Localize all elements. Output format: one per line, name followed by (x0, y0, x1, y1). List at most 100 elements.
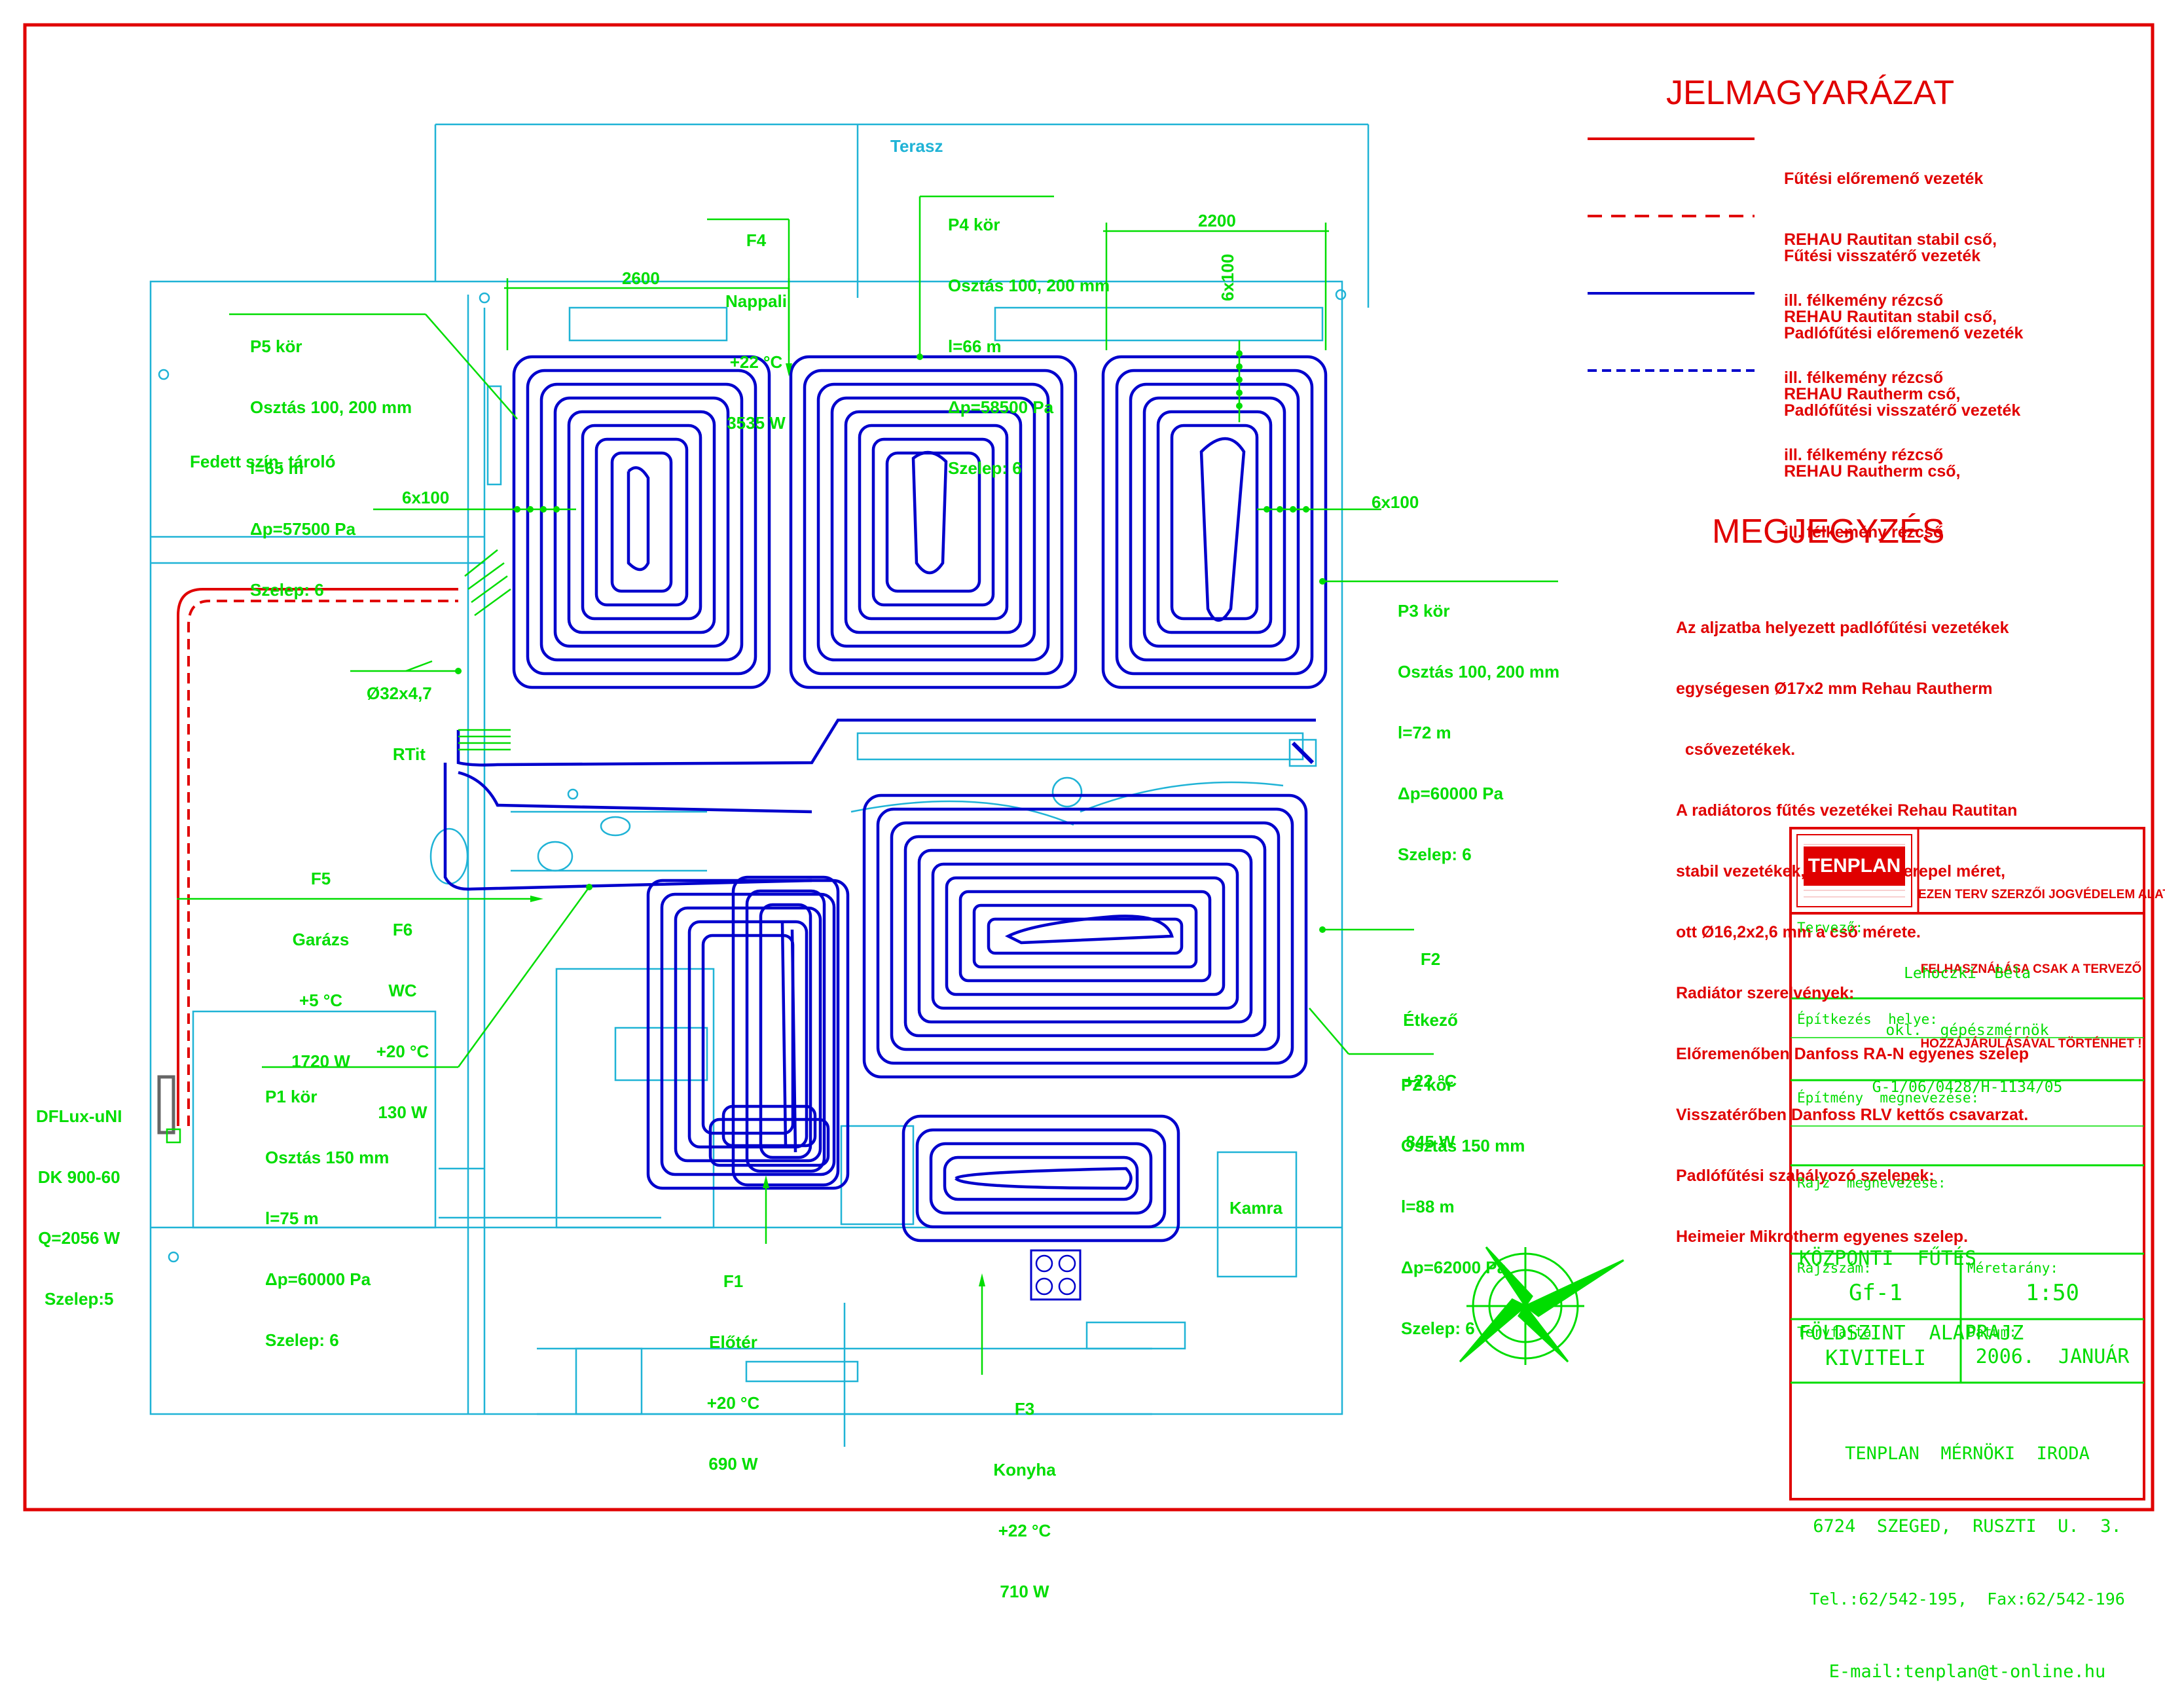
room-f4-label: F4 Nappali +22 °C 3535 W (714, 190, 799, 454)
circuit-p1-label: P1 kör Osztás 150 mm l=75 m Δp=60000 Pa … (265, 1046, 389, 1371)
dimension-6x100-right: 6x100 (1372, 492, 1419, 512)
room-f1-power: 690 W (708, 1454, 758, 1474)
room-f2-temp: +22 °C (1404, 1071, 1457, 1091)
notes-line-1: Az aljzatba helyezett padlófűtési vezeté… (1676, 619, 2009, 637)
circuit-p2-label: P2 kör Osztás 150 mm l=88 m Δp=62000 Pa … (1401, 1034, 1525, 1359)
circuit-p4-valve: Szelep: 6 (948, 458, 1022, 478)
radiator-power: Q=2056 W (38, 1228, 120, 1248)
room-label-fedett: Fedett szín, tároló (190, 452, 336, 471)
legend-item-3: Padlófűtési előremenő vezeték REHAU Raut… (1784, 283, 2023, 486)
notes-line-2: egységesen Ø17x2 mm Rehau Rautherm (1676, 680, 1993, 698)
notes-line-9: Visszatérőben Danfoss RLV kettős csavarz… (1676, 1106, 2029, 1124)
circuit-p3-id: P3 kör (1398, 601, 1450, 621)
office-block: TENPLAN MÉRNÖKI IRODA 6724 SZEGED, RUSZT… (1791, 1393, 2144, 1708)
dimension-2600: 2600 (622, 268, 660, 288)
room-f5-id: F5 (310, 869, 331, 888)
room-f3-id: F3 (1014, 1399, 1035, 1419)
legend-item-4-line-2: REHAU Rautherm cső, (1784, 462, 1961, 481)
room-f1-temp: +20 °C (706, 1393, 760, 1413)
designer-block: Lehoczki Béla okl. gépészmérnök G-1/06/0… (1791, 926, 2144, 1116)
room-label-terasz: Terasz (890, 136, 943, 156)
room-f5-temp: +5 °C (299, 990, 343, 1010)
drawing-sheet (23, 23, 2155, 1512)
room-f3-label: F3 Konyha +22 °C 710 W (982, 1358, 1067, 1622)
legend-item-4: Padlófűtési visszatérő vezeték REHAU Rau… (1784, 360, 2020, 563)
dimension-6x100-left: 6x100 (402, 488, 450, 507)
office-address: 6724 SZEGED, RUSZTI U. 3. (1813, 1516, 2122, 1536)
room-f6-name: WC (388, 981, 417, 1000)
circuit-p3-valve: Szelep: 6 (1398, 845, 1472, 864)
circuit-p1-pressure: Δp=60000 Pa (265, 1269, 371, 1289)
copyright-line-1: EZEN TERV SZERZŐI JOGVÉDELEM ALATT ÁLL. (1918, 888, 2165, 901)
legend-item-3-line-3: ill. félkemény rézcső (1784, 446, 1944, 464)
room-f6-id: F6 (392, 920, 413, 939)
circuit-p2-length: l=88 m (1401, 1197, 1455, 1216)
circuit-p4-label: P4 kör Osztás 100, 200 mm l=66 m Δp=5850… (948, 174, 1110, 499)
scale-value: 1:50 (2026, 1280, 2079, 1306)
sheet-frame (23, 23, 2155, 1512)
circuit-p4-length: l=66 m (948, 336, 1002, 356)
room-f5-power: 1720 W (291, 1051, 350, 1071)
radiator-size: DK 900-60 (37, 1167, 120, 1187)
room-f6-power: 130 W (378, 1102, 428, 1122)
notes-line-3: csővezetékek. (1676, 740, 1796, 759)
room-f1-name: Előtér (709, 1332, 757, 1352)
pipe-size-line-2: RTit (392, 744, 426, 764)
date-label: Dátum: (1967, 1324, 2017, 1340)
room-f4-name: Nappali (725, 291, 787, 311)
room-f2-power: 845 W (1406, 1132, 1455, 1152)
legend-item-2-line-1: Fűtési visszatérő vezeték (1784, 247, 1981, 265)
circuit-p2-spacing: Osztás 150 mm (1401, 1136, 1525, 1155)
room-f1-label: F1 Előtér +20 °C 690 W (691, 1231, 776, 1495)
floor-heating-loops (443, 355, 1328, 1301)
room-f6-temp: +20 °C (376, 1042, 429, 1061)
circuit-p3-length: l=72 m (1398, 723, 1451, 742)
notes-title: MEGJEGYZÉS (1712, 513, 1945, 551)
room-f4-temp: +22 °C (729, 352, 783, 372)
legend-title: JELMAGYARÁZAT (1666, 74, 1955, 112)
legend-item-3-line-2: REHAU Rautherm cső, (1784, 385, 1961, 403)
room-f2-name: Étkező (1403, 1010, 1458, 1030)
floor-plan-walls (149, 123, 1370, 1447)
legend-item-2-line-3: ill. félkemény rézcső (1784, 369, 1944, 387)
notes-line-11: Heimeier Mikrotherm egyenes szelep. (1676, 1227, 1969, 1246)
legend-item-1: Fűtési előremenő vezeték REHAU Rautitan … (1784, 128, 1997, 331)
circuit-p3-label: P3 kör Osztás 100, 200 mm l=72 m Δp=6000… (1398, 560, 1559, 885)
dimension-2200: 2200 (1198, 211, 1236, 230)
room-f3-name: Konyha (993, 1460, 1056, 1480)
copyright-notice: EZEN TERV SZERZŐI JOGVÉDELEM ALATT ÁLL. … (1918, 833, 2165, 1081)
designer-label: Tervező: (1797, 920, 1864, 936)
room-f5-label: F5 Garázs +5 °C 1720 W (275, 828, 367, 1092)
notes-line-8: Előremenőben Danfoss RA-N egyenes szelep (1676, 1045, 2029, 1063)
room-f4-id: F4 (746, 230, 767, 250)
scale-label: Méretarány: (1967, 1260, 2059, 1276)
building-label: Építmény megnevezése: (1797, 1090, 1980, 1106)
circuit-p5-length: l=65 m (250, 458, 304, 478)
circuit-p2-valve: Szelep: 6 (1401, 1318, 1475, 1338)
circuit-p1-id: P1 kör (265, 1087, 318, 1106)
legend-item-2: Fűtési visszatérő vezeték REHAU Rautitan… (1784, 206, 1997, 409)
notes-line-6: ott Ø16,2x2,6 mm a cső mérete. (1676, 923, 1921, 941)
legend-item-4-line-1: Padlófűtési visszatérő vezeték (1784, 401, 2021, 420)
circuit-p4-spacing: Osztás 100, 200 mm (948, 276, 1110, 295)
title-block-frame (1789, 827, 2145, 1500)
circuit-p2-id: P2 kör (1401, 1075, 1453, 1095)
office-phone: Tel.:62/542-195, Fax:62/542-196 (1810, 1590, 2125, 1608)
dimension-6x100-vertical: 6x100 (1218, 253, 1237, 301)
tenplan-logo: TENPLAN (1804, 846, 1905, 886)
pipe-size-line-1: Ø32x4,7 (367, 683, 432, 703)
plan-type-label: Tervfajta: (1797, 1324, 1880, 1340)
circuit-p5-id: P5 kör (250, 336, 302, 356)
legend-samples (1588, 137, 1755, 372)
sheet-number-label: Rajzszám: (1797, 1260, 1872, 1276)
circuit-p5-label: P5 kör Osztás 100, 200 mm l=65 m Δp=5750… (250, 296, 412, 621)
room-f4-power: 3535 W (727, 413, 786, 433)
circuit-p2-pressure: Δp=62000 Pa (1401, 1258, 1507, 1277)
radiator-label: DFLux-uNI DK 900-60 Q=2056 W Szelep:5 (36, 1066, 122, 1330)
drawing-name-line-1: KÖZPONTI FŰTÉS (1799, 1247, 1976, 1270)
site-label: Építkezés helye: (1797, 1011, 1938, 1027)
copyright-line-2: FELHASZNÁLÁSA CSAK A TERVEZŐ (1920, 962, 2142, 976)
drawing-name: KÖZPONTI FŰTÉS FÖLDSZINT ALAPRAJZ (1799, 1197, 2024, 1371)
notes-line-4: A radiátoros fűtés vezetékei Rehau Rauti… (1676, 801, 2018, 820)
room-label-kamra: Kamra (1229, 1198, 1283, 1218)
